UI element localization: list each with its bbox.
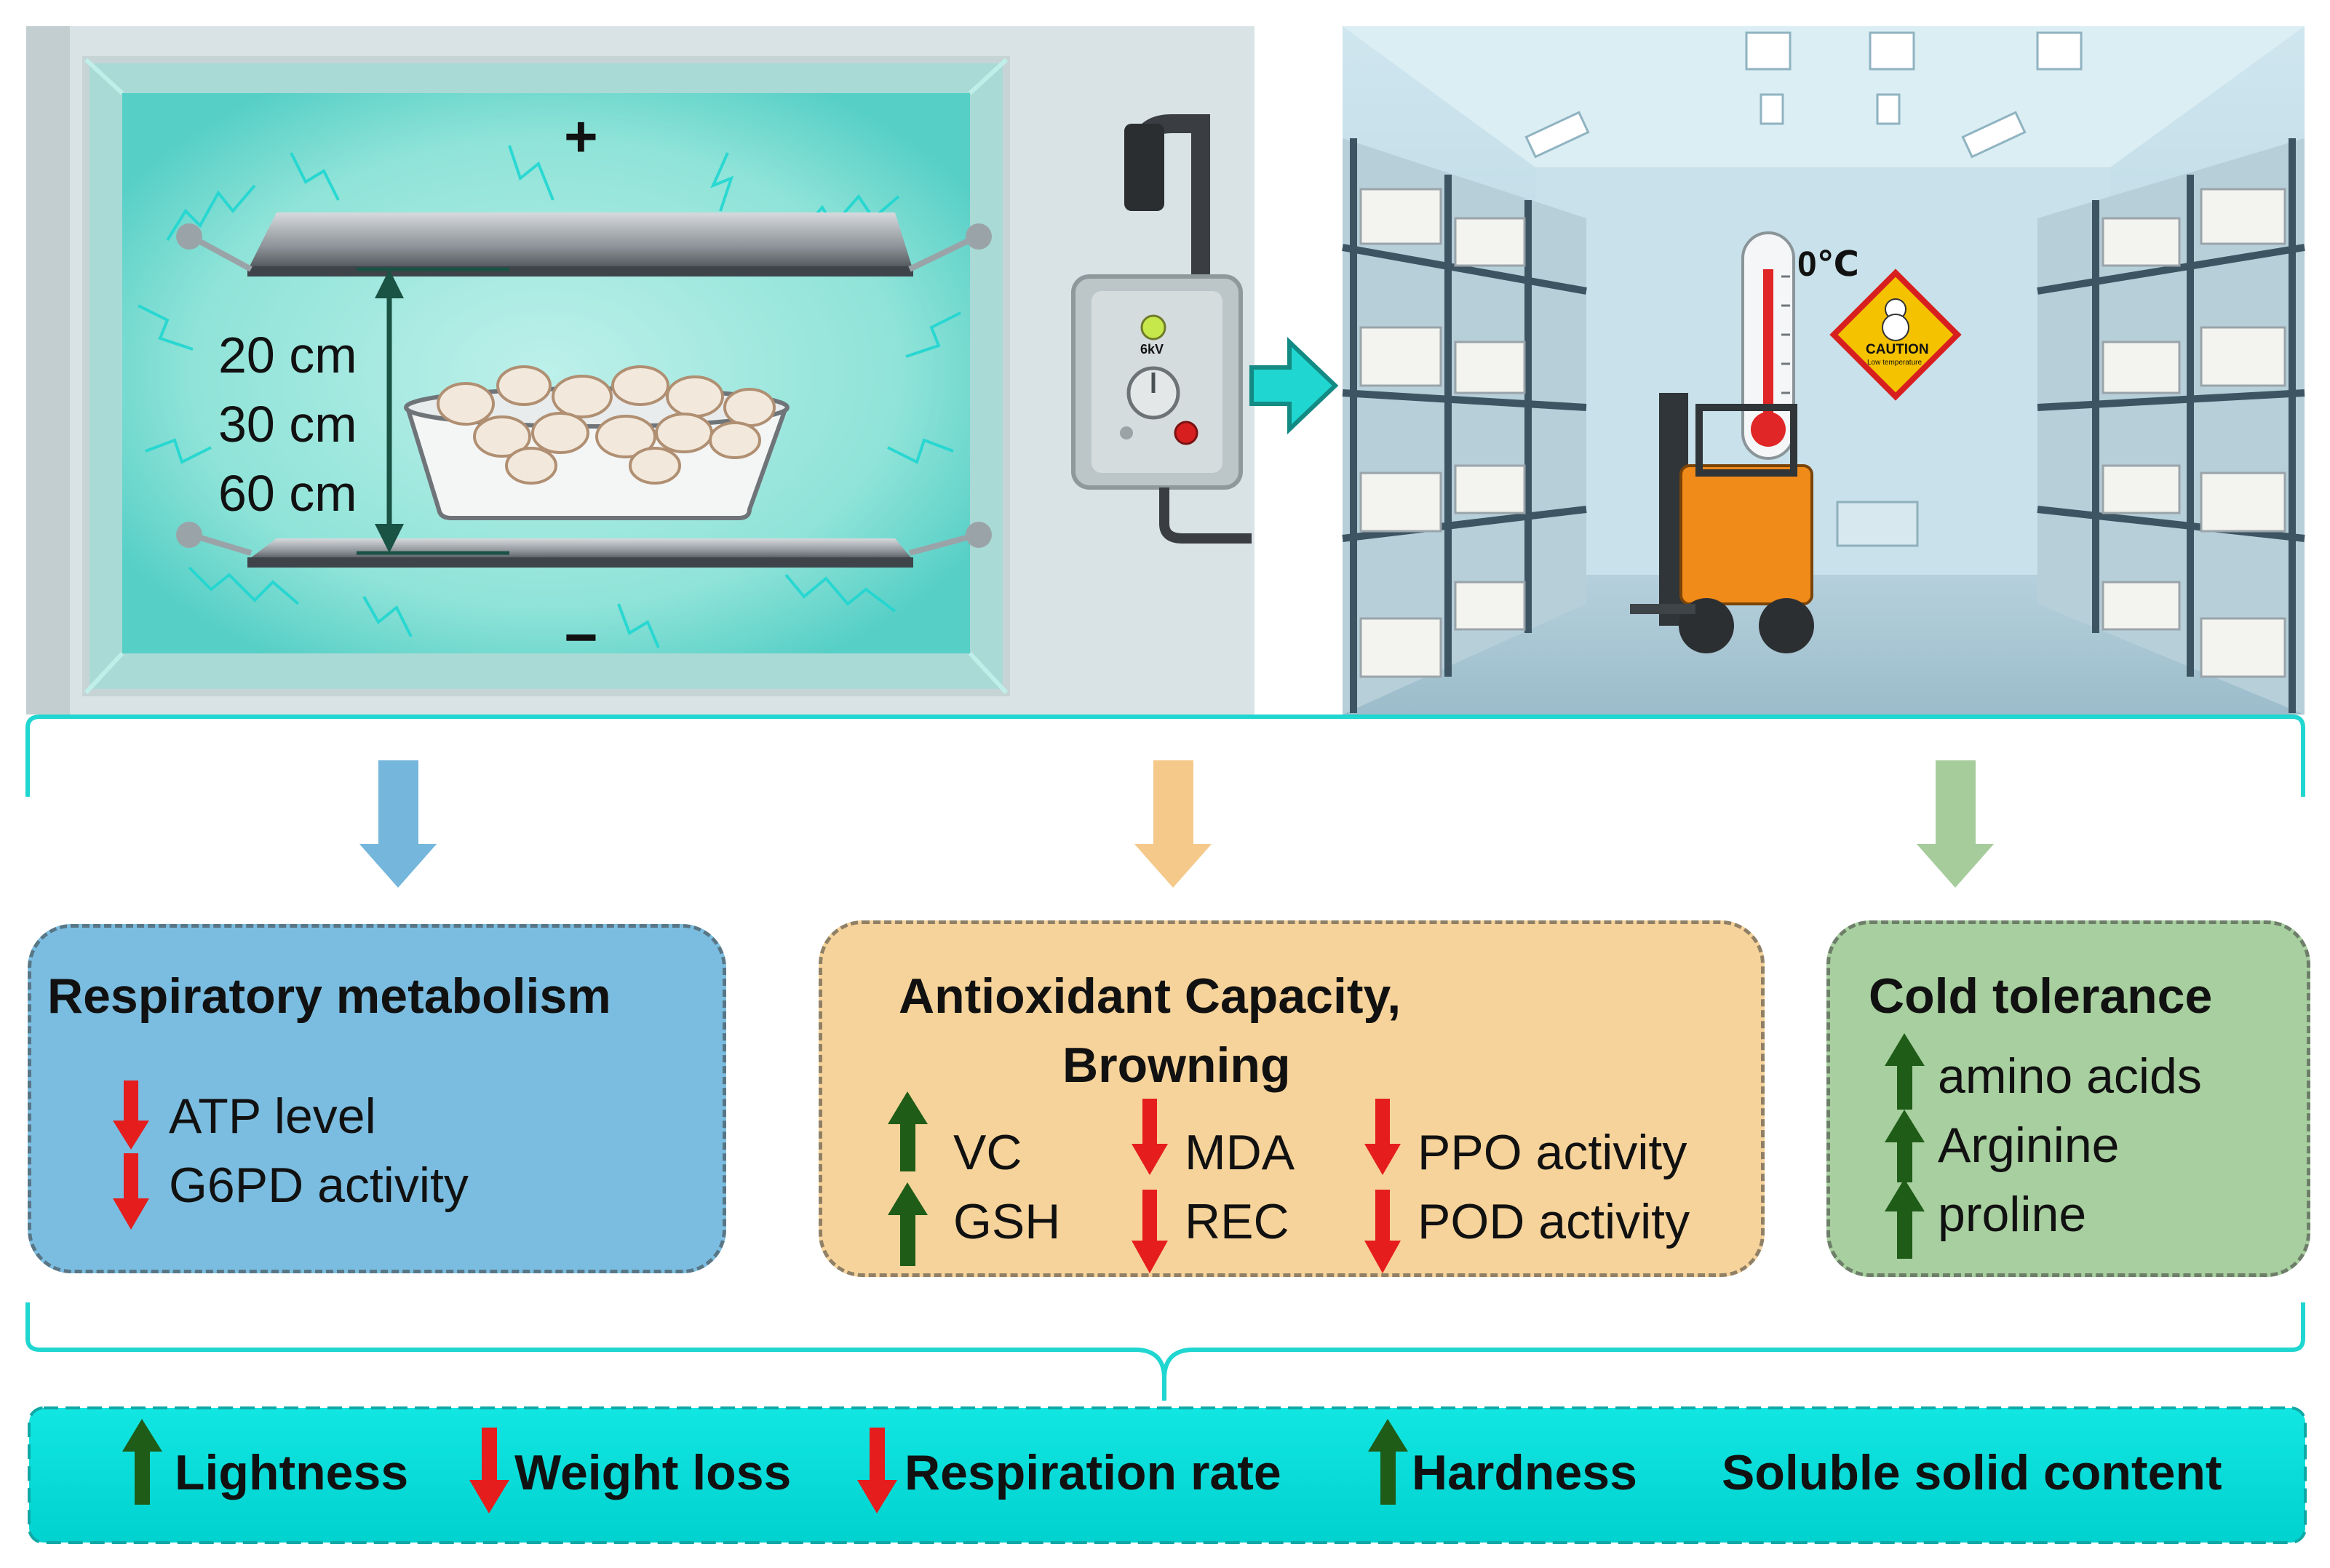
distance-indicator — [357, 267, 509, 555]
summary-lightness: Lightness — [175, 1445, 409, 1500]
summary-respiration-rate: Respiration rate — [904, 1445, 1281, 1500]
rec-label: REC — [1185, 1194, 1289, 1249]
discharge-arcs — [138, 145, 961, 648]
up-arrow-icon — [888, 1091, 928, 1175]
ppo-activity-label: PPO activity — [1418, 1125, 1687, 1180]
down-arrow-icon — [1132, 1099, 1168, 1179]
up-arrow-icon — [1368, 1419, 1408, 1508]
right-shelving — [2037, 138, 2305, 715]
distance-label-20cm: 20 cm — [218, 327, 357, 383]
antioxidant-browning-box — [819, 920, 1765, 1277]
down-arrow-icon — [1364, 1099, 1401, 1179]
vc-label: VC — [953, 1125, 1022, 1180]
arginine-label: Arginine — [1938, 1118, 2120, 1173]
bottom-bracket — [25, 1302, 2305, 1401]
electric-field-panel — [26, 26, 1255, 715]
negative-electrode-sign: − — [564, 605, 598, 669]
distance-label-30cm: 30 cm — [218, 396, 357, 453]
amino-acids-label: amino acids — [1938, 1048, 2202, 1104]
summary-weight-loss: Weight loss — [514, 1445, 792, 1500]
up-arrow-icon — [1885, 1033, 1925, 1113]
caution-sign-icon — [1829, 268, 1962, 401]
ceiling-lights — [1524, 31, 2083, 159]
summary-hardness: Hardness — [1412, 1445, 1637, 1500]
antioxidant-title-line2: Browning — [1062, 1038, 1291, 1093]
respiratory-metabolism-box — [28, 924, 726, 1273]
respiratory-metabolism-title: Respiratory metabolism — [47, 968, 611, 1024]
up-arrow-icon — [122, 1419, 162, 1508]
positive-electrode-sign: + — [564, 104, 598, 169]
forklift-icon — [1630, 393, 1814, 653]
up-arrow-icon — [1885, 1110, 1925, 1186]
thermometer-icon — [1741, 231, 1795, 460]
up-arrow-icon — [1885, 1179, 1925, 1262]
gsh-label: GSH — [953, 1194, 1061, 1249]
summary-soluble-solid-content: Soluble solid content — [1722, 1445, 2222, 1500]
bottom-electrode-plate — [247, 538, 913, 560]
up-arrow-icon — [888, 1182, 928, 1270]
temperature-label: 0℃ — [1797, 245, 1859, 284]
down-arrow-icon — [469, 1428, 509, 1517]
summary-bar — [28, 1406, 2307, 1544]
antioxidant-title-line1: Antioxidant Capacity, — [899, 968, 1401, 1024]
down-arrow-icon — [113, 1153, 149, 1233]
down-arrow-icon — [857, 1428, 897, 1517]
pod-activity-label: POD activity — [1418, 1194, 1690, 1249]
top-bracket — [25, 715, 2305, 797]
proline-label: proline — [1938, 1187, 2087, 1242]
green-down-arrow — [1917, 760, 1994, 888]
cold-storage-panel — [1342, 26, 2305, 715]
left-shelving — [1342, 138, 1587, 715]
down-arrow-icon — [1132, 1190, 1168, 1277]
control-box-voltage-label: 6kV — [1140, 342, 1164, 357]
down-arrow-icon — [113, 1081, 149, 1153]
atp-level-label: ATP level — [169, 1089, 376, 1144]
blue-down-arrow — [359, 760, 437, 888]
g6pd-activity-label: G6PD activity — [169, 1158, 469, 1213]
caution-sign-text: CAUTION — [1866, 342, 1929, 357]
orange-down-arrow — [1134, 760, 1212, 888]
caution-sign-subtext: Low temperature — [1867, 359, 1923, 367]
mushroom-tray — [404, 365, 790, 520]
cold-tolerance-title: Cold tolerance — [1869, 968, 2213, 1024]
distance-label-60cm: 60 cm — [218, 465, 357, 522]
top-electrode-plate — [247, 212, 913, 271]
down-arrow-icon — [1364, 1190, 1401, 1277]
process-arrow — [1249, 337, 1339, 434]
mda-label: MDA — [1185, 1125, 1295, 1180]
